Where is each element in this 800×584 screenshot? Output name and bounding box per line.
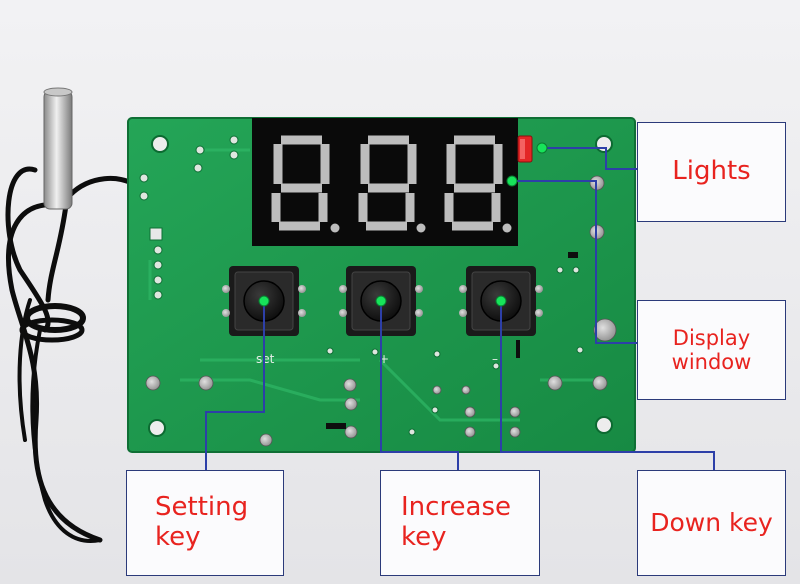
down-key-marker-dot bbox=[495, 295, 507, 307]
increase-key-callout-line2: key bbox=[401, 522, 447, 552]
display-marker-dot bbox=[506, 175, 518, 187]
leader-lines bbox=[205, 147, 715, 470]
probe-cable bbox=[5, 166, 138, 543]
silkscreen-set-label: set bbox=[256, 352, 275, 366]
silkscreen-plus-label: + bbox=[379, 352, 389, 366]
seven-segment-display bbox=[252, 118, 518, 246]
lights-callout: Lights bbox=[637, 122, 786, 222]
marker-dots bbox=[258, 142, 548, 307]
display-window-callout-line1: Display bbox=[672, 325, 751, 350]
setting-key-callout: Setting key bbox=[126, 470, 284, 576]
display-window-callout-line2: window bbox=[671, 350, 752, 374]
silkscreen-minus-label: – bbox=[492, 352, 498, 366]
led-marker-dot bbox=[536, 142, 548, 154]
increase-key-marker-dot bbox=[375, 295, 387, 307]
lights-callout-text: Lights bbox=[672, 156, 751, 187]
down-key-callout-text: Down key bbox=[650, 507, 773, 537]
down-key-callout: Down key bbox=[637, 470, 786, 576]
increase-key-callout: Increase key bbox=[380, 470, 540, 576]
display-window-callout: Display window bbox=[637, 300, 786, 400]
increase-key-callout-line1: Increase bbox=[401, 492, 512, 523]
setting-key-callout-line1: Setting bbox=[155, 492, 249, 523]
probe-tip bbox=[43, 87, 73, 210]
setting-key-callout-line2: key bbox=[155, 522, 201, 552]
set-key-marker-dot bbox=[258, 295, 270, 307]
indicator-led bbox=[517, 135, 533, 163]
